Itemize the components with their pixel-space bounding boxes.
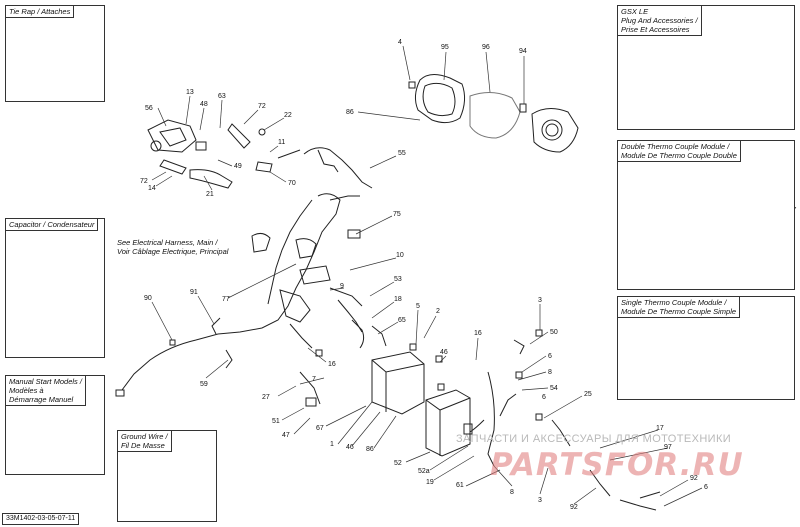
leader-lines: [151, 45, 703, 507]
callout: 7: [312, 376, 316, 383]
tie-rap-title: Tie Rap / Attaches: [6, 6, 75, 18]
gsx-le-title-line: Prise Et Accessoires: [621, 25, 690, 34]
ground-wire-title-line: Ground Wire /: [121, 432, 168, 441]
callout: 63: [218, 93, 226, 100]
manual-start-title-line: Démarrage Manuel: [9, 395, 74, 404]
callout: 77: [222, 296, 230, 303]
callout: 65: [398, 317, 406, 324]
callout: 16: [328, 361, 336, 368]
single-thermo-title: Single Thermo Couple Module / Module De …: [618, 297, 741, 318]
callout: 9: [340, 283, 344, 290]
callout: 97: [664, 444, 672, 451]
callout: 70: [288, 180, 296, 187]
callout: 46: [346, 444, 354, 451]
harness-note: See Electrical Harness, Main / Voir Câbl…: [117, 238, 228, 256]
gsx-le-title-line: Plug And Accessories /: [621, 16, 698, 25]
callout: 6: [704, 484, 708, 491]
single-thermo-inset: Single Thermo Couple Module / Module De …: [617, 296, 795, 400]
callout: 86: [346, 109, 354, 116]
callout: 67: [316, 425, 324, 432]
callout-labels: 4 95 96 94 86 63 13 48 56 72 22 11 55 49…: [140, 39, 708, 511]
callout: 6: [548, 353, 552, 360]
double-thermo-title-line: Double Thermo Couple Module /: [621, 142, 730, 151]
callout: 52a: [418, 468, 430, 475]
manual-start-title-line: Manual Start Models /: [9, 377, 82, 386]
ground-wire-title-line: Fil De Masse: [121, 441, 165, 450]
tie-rap-inset: Tie Rap / Attaches: [5, 5, 105, 102]
gsx-le-inset: GSX LE Plug And Accessories / Prise Et A…: [617, 5, 795, 130]
callout: 61: [456, 482, 464, 489]
callout: 91: [190, 289, 198, 296]
callout: 92: [690, 475, 698, 482]
double-thermo-title-line: Module De Thermo Couple Double: [621, 151, 737, 160]
drawing-code: 33M1402-03-05-07-11: [2, 513, 80, 525]
callout: 22: [284, 112, 292, 119]
callout: 10: [396, 252, 404, 259]
manual-start-title: Manual Start Models / Modèles à Démarrag…: [6, 376, 86, 406]
callout: 3: [538, 497, 542, 504]
callout: 92: [570, 504, 578, 511]
ground-wire-inset: Ground Wire / Fil De Masse: [117, 430, 217, 522]
callout: 54: [550, 385, 558, 392]
small-parts: [169, 329, 543, 421]
watermark-logo: PARTSFOR.RU: [490, 447, 744, 483]
callout: 8: [510, 489, 514, 496]
callout: 96: [482, 44, 490, 51]
callout: 18: [394, 296, 402, 303]
harness-note-line: See Electrical Harness, Main /: [117, 238, 218, 247]
callout: 72: [140, 178, 148, 185]
callout: 13: [186, 89, 194, 96]
callout: 46: [440, 349, 448, 356]
callout: 59: [200, 381, 208, 388]
callout: 94: [519, 48, 527, 55]
manual-start-title-line: Modèles à: [9, 386, 44, 395]
callout: 48: [200, 101, 208, 108]
callout: 16: [474, 330, 482, 337]
callout: 47: [282, 432, 290, 439]
callout: 90: [144, 295, 152, 302]
connector-cluster: [147, 119, 373, 189]
harness-note-line: Voir Câblage Electrique, Principal: [117, 247, 229, 256]
callout: 6: [542, 394, 546, 401]
callout: 21: [206, 191, 214, 198]
callout: 27: [262, 394, 270, 401]
ground-wire-title: Ground Wire / Fil De Masse: [118, 431, 172, 452]
callout: 2: [436, 308, 440, 315]
double-thermo-inset: Double Thermo Couple Module / Module De …: [617, 140, 795, 290]
gsx-le-title: GSX LE Plug And Accessories / Prise Et A…: [618, 6, 702, 36]
gsx-le-title-line: GSX LE: [621, 7, 649, 16]
callout: 49: [234, 163, 242, 170]
single-thermo-title-line: Single Thermo Couple Module /: [621, 298, 727, 307]
battery-cables: [469, 371, 661, 511]
manual-start-inset: Manual Start Models / Modèles à Démarrag…: [5, 375, 105, 475]
callout: 56: [145, 105, 153, 112]
callout: 72: [258, 103, 266, 110]
callout: 3: [538, 297, 542, 304]
callout: 53: [394, 276, 402, 283]
capacitor-title: Capacitor / Condensateur: [6, 219, 99, 231]
callout: 75: [393, 211, 401, 218]
callout: 55: [398, 150, 406, 157]
callout: 5: [416, 303, 420, 310]
callout: 95: [441, 44, 449, 51]
single-thermo-title-line: Module De Thermo Couple Simple: [621, 307, 737, 316]
callout: 51: [272, 418, 280, 425]
callout: 17: [656, 425, 664, 432]
callout: 19: [426, 479, 434, 486]
double-thermo-title: Double Thermo Couple Module / Module De …: [618, 141, 741, 162]
callout: 4: [398, 39, 402, 46]
gauge-cluster: [408, 74, 579, 153]
callout: 25: [584, 391, 592, 398]
callout: 8: [548, 369, 552, 376]
callout: 50: [550, 329, 558, 336]
callout: 11: [278, 139, 285, 146]
capacitor-inset: Capacitor / Condensateur: [5, 218, 105, 358]
callout: 1: [330, 441, 334, 448]
watermark-tagline: ЗАПЧАСТИ И АКСЕССУАРЫ ДЛЯ МОТОТЕХНИКИ: [456, 433, 732, 445]
callout: 86: [366, 446, 374, 453]
callout: 14: [148, 185, 156, 192]
callout: 52: [394, 460, 402, 467]
main-harness: [115, 193, 387, 407]
